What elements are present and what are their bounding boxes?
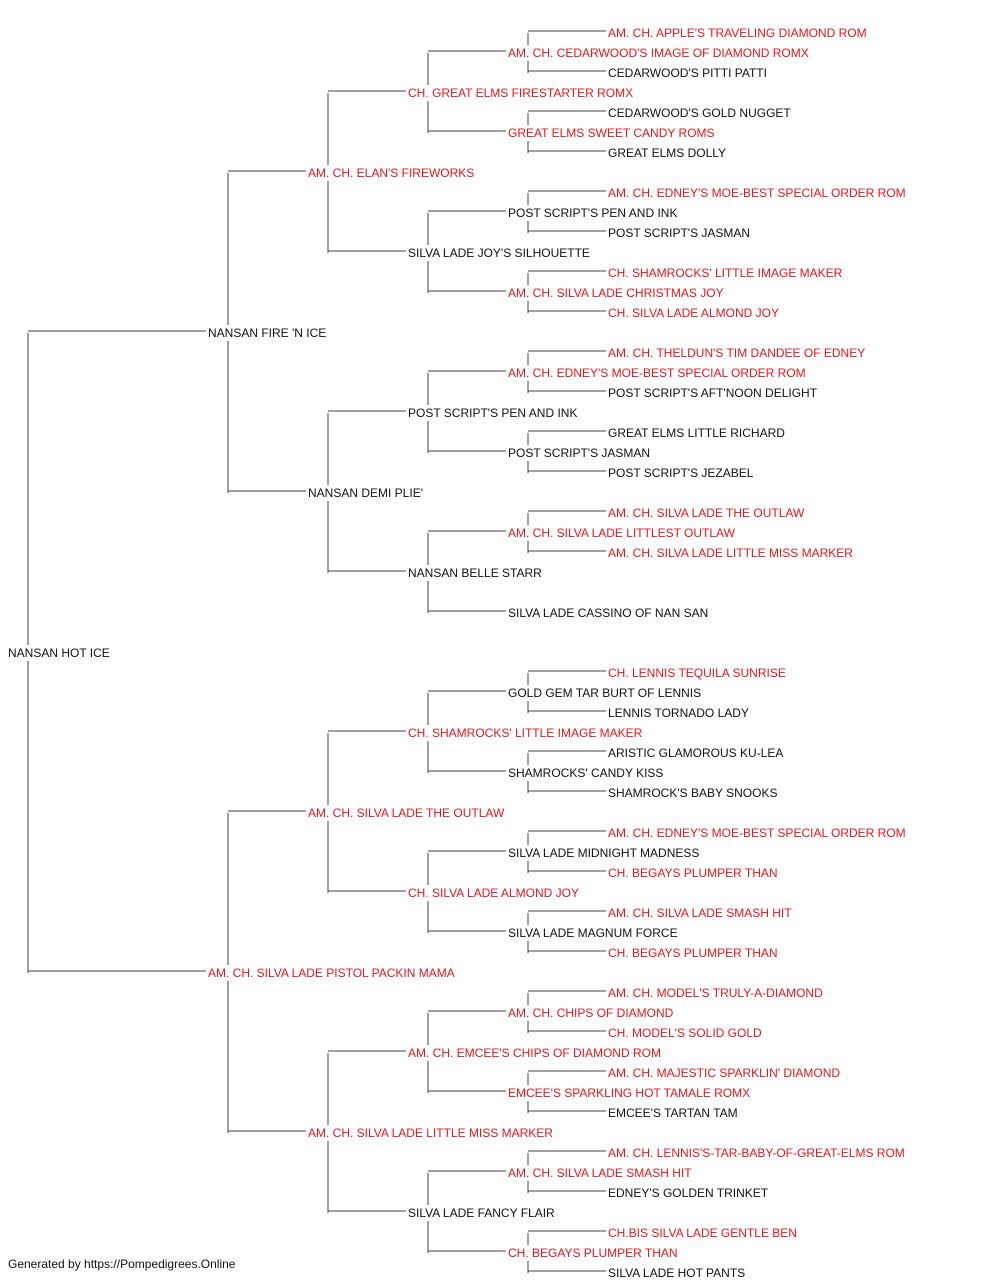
dog-name-gen3: NANSAN BELLE STARR xyxy=(408,566,542,580)
dog-name-gen4: GOLD GEM TAR BURT OF LENNIS xyxy=(508,686,702,700)
dog-name-gen4: SHAMROCKS' CANDY KISS xyxy=(508,766,664,780)
dog-name-gen4: AM. CH. EDNEY'S MOE-BEST SPECIAL ORDER R… xyxy=(508,366,806,380)
dog-name-gen5: AM. CH. LENNIS'S-TAR-BABY-OF-GREAT-ELMS … xyxy=(608,1146,905,1160)
dog-name-gen5: CH. MODEL'S SOLID GOLD xyxy=(608,1026,762,1040)
dog-name-gen4: SILVA LADE MIDNIGHT MADNESS xyxy=(508,846,700,860)
dog-name-gen5: CEDARWOOD'S GOLD NUGGET xyxy=(608,106,791,120)
dog-name-gen1: AM. CH. SILVA LADE PISTOL PACKIN MAMA xyxy=(208,966,455,980)
dog-name-gen5: CH. LENNIS TEQUILA SUNRISE xyxy=(608,666,786,680)
dog-name-gen4: AM. CH. SILVA LADE LITTLEST OUTLAW xyxy=(508,526,735,540)
dog-name-gen4: GREAT ELMS SWEET CANDY ROMS xyxy=(508,126,715,140)
dog-name-gen4: POST SCRIPT'S PEN AND INK xyxy=(508,206,678,220)
dog-name-gen3: CH. SHAMROCKS' LITTLE IMAGE MAKER xyxy=(408,726,643,740)
dog-name-gen5: ARISTIC GLAMOROUS KU-LEA xyxy=(608,746,784,760)
dog-name-gen2: AM. CH. SILVA LADE LITTLE MISS MARKER xyxy=(308,1126,553,1140)
dog-name-gen5: AM. CH. EDNEY'S MOE-BEST SPECIAL ORDER R… xyxy=(608,186,906,200)
dog-name-gen5: AM. CH. SILVA LADE LITTLE MISS MARKER xyxy=(608,546,853,560)
dog-name-gen5: AM. CH. SILVA LADE THE OUTLAW xyxy=(608,506,805,520)
dog-name-gen5: AM. CH. MODEL'S TRULY-A-DIAMOND xyxy=(608,986,823,1000)
dog-name-gen4: SILVA LADE MAGNUM FORCE xyxy=(508,926,678,940)
dog-name-gen3: SILVA LADE JOY'S SILHOUETTE xyxy=(408,246,590,260)
dog-name-gen2: NANSAN DEMI PLIE' xyxy=(308,486,423,500)
dog-name-gen5: GREAT ELMS DOLLY xyxy=(608,146,727,160)
dog-name-gen5: AM. CH. APPLE'S TRAVELING DIAMOND ROM xyxy=(608,26,867,40)
dog-name-gen5: SILVA LADE HOT PANTS xyxy=(608,1266,746,1280)
dog-name-gen5: EDNEY'S GOLDEN TRINKET xyxy=(608,1186,769,1200)
dog-name-gen3: POST SCRIPT'S PEN AND INK xyxy=(408,406,578,420)
dog-name-gen5: CH. SHAMROCKS' LITTLE IMAGE MAKER xyxy=(608,266,843,280)
dog-name-gen5: EMCEE'S TARTAN TAM xyxy=(608,1106,738,1120)
dog-name-gen3: SILVA LADE FANCY FLAIR xyxy=(408,1206,555,1220)
dog-name-gen5: GREAT ELMS LITTLE RICHARD xyxy=(608,426,785,440)
dog-name-gen4: CH. BEGAYS PLUMPER THAN xyxy=(508,1246,678,1260)
dog-name-gen5: AM. CH. SILVA LADE SMASH HIT xyxy=(608,906,792,920)
dog-name-gen2: AM. CH. ELAN'S FIREWORKS xyxy=(308,166,475,180)
dog-name-gen4: AM. CH. SILVA LADE CHRISTMAS JOY xyxy=(508,286,724,300)
dog-name-gen5: AM. CH. THELDUN'S TIM DANDEE OF EDNEY xyxy=(608,346,866,360)
dog-name-gen4: EMCEE'S SPARKLING HOT TAMALE ROMX xyxy=(508,1086,751,1100)
dog-name-gen5: LENNIS TORNADO LADY xyxy=(608,706,749,720)
dog-name-gen4: AM. CH. SILVA LADE SMASH HIT xyxy=(508,1166,692,1180)
dog-name-gen5: CH. BEGAYS PLUMPER THAN xyxy=(608,866,778,880)
dog-name-gen4: SILVA LADE CASSINO OF NAN SAN xyxy=(508,606,709,620)
dog-name-gen5: CH. SILVA LADE ALMOND JOY xyxy=(608,306,779,320)
dog-name-gen5: POST SCRIPT'S JEZABEL xyxy=(608,466,754,480)
dog-name-gen4: POST SCRIPT'S JASMAN xyxy=(508,446,651,460)
dog-name-gen5: AM. CH. MAJESTIC SPARKLIN' DIAMOND xyxy=(608,1066,841,1080)
dog-name-gen5: POST SCRIPT'S JASMAN xyxy=(608,226,751,240)
dog-name-gen5: CH.BIS SILVA LADE GENTLE BEN xyxy=(608,1226,797,1240)
dog-name-gen2: AM. CH. SILVA LADE THE OUTLAW xyxy=(308,806,505,820)
dog-name-gen5: CEDARWOOD'S PITTI PATTI xyxy=(608,66,767,80)
dog-name-gen4: AM. CH. CEDARWOOD'S IMAGE OF DIAMOND ROM… xyxy=(508,46,809,60)
dog-name-gen5: POST SCRIPT'S AFT'NOON DELIGHT xyxy=(608,386,818,400)
dog-name-gen1: NANSAN FIRE 'N ICE xyxy=(208,326,327,340)
dog-name-gen5: CH. BEGAYS PLUMPER THAN xyxy=(608,946,778,960)
dog-name-gen4: AM. CH. CHIPS OF DIAMOND xyxy=(508,1006,674,1020)
dog-name-gen5: AM. CH. EDNEY'S MOE-BEST SPECIAL ORDER R… xyxy=(608,826,906,840)
dog-name-gen0: NANSAN HOT ICE xyxy=(8,646,110,660)
dog-name-gen3: CH. GREAT ELMS FIRESTARTER ROMX xyxy=(408,86,634,100)
dog-name-gen3: AM. CH. EMCEE'S CHIPS OF DIAMOND ROM xyxy=(408,1046,661,1060)
dog-name-gen5: SHAMROCK'S BABY SNOOKS xyxy=(608,786,778,800)
dog-name-gen3: CH. SILVA LADE ALMOND JOY xyxy=(408,886,579,900)
generated-by-footer: Generated by https://Pompedigrees.Online xyxy=(8,1257,236,1271)
